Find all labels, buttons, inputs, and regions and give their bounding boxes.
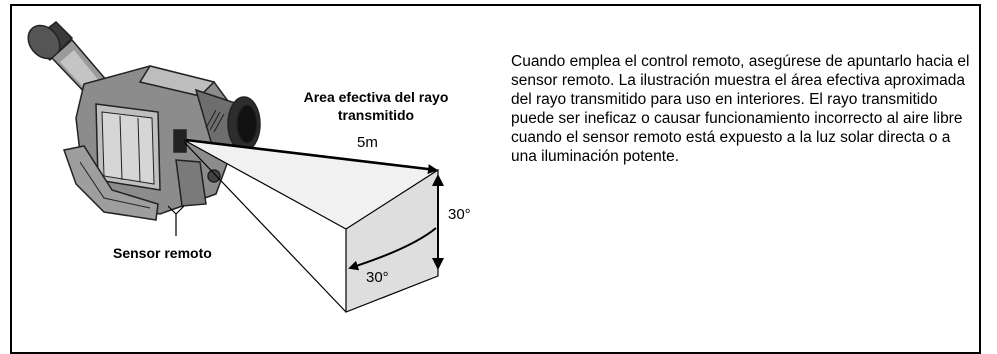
beam-area-diagram (183, 139, 439, 313)
distance-arrow (185, 138, 438, 175)
camcorder-illustration (27, 21, 444, 313)
distance-label: 5m (357, 134, 378, 151)
camcorder-icon (27, 21, 261, 221)
description-text: Cuando emplea el control remoto, asegúre… (511, 53, 970, 165)
vertical-angle-label: 30° (448, 206, 471, 223)
sensor-label: Sensor remoto (113, 245, 212, 261)
vertical-angle-arrow (432, 174, 444, 270)
horizontal-angle-arrow (348, 227, 437, 271)
beam-area-label: Area efectiva del rayo transmitido (303, 89, 449, 123)
horizontal-angle-label: 30° (366, 269, 389, 286)
